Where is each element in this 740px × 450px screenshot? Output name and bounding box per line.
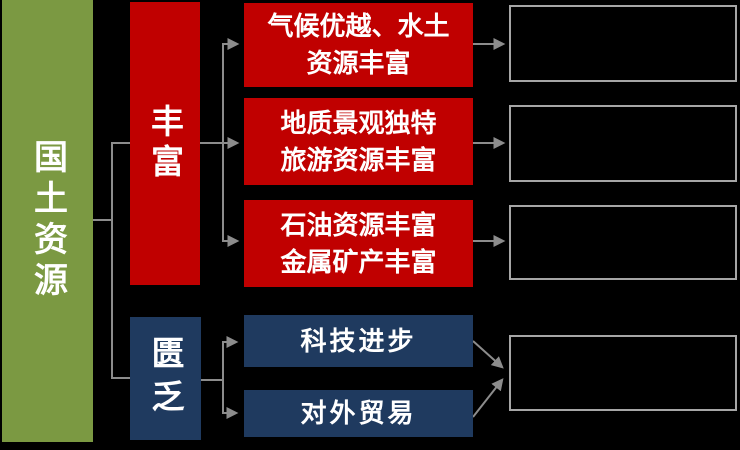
branch-scarce: 匮乏 — [130, 317, 201, 440]
arrow-converge-bottom — [472, 378, 504, 418]
rich-item-oil: 石油资源丰富 金属矿产丰富 — [244, 200, 473, 287]
branch-scarce-label: 匮乏 — [147, 335, 184, 422]
result-box-4 — [509, 335, 737, 411]
branch-rich: 丰富 — [130, 2, 200, 285]
root-label: 国土资源 — [28, 139, 67, 303]
scarce-item-trade-label: 对外贸易 — [300, 398, 417, 428]
rich-item-climate-line-1: 气候优越、水土 — [267, 11, 450, 41]
result-box-3 — [509, 205, 737, 280]
rich-item-geology: 地质景观独特 旅游资源丰富 — [244, 98, 473, 185]
rich-item-oil-line-1: 石油资源丰富 — [280, 209, 437, 240]
arrow-converge-top — [472, 340, 504, 369]
rich-item-oil-line-2: 金属矿产丰富 — [280, 246, 437, 277]
result-box-1 — [509, 5, 737, 82]
scarce-item-technology-label: 科技进步 — [300, 325, 417, 356]
scarce-item-technology: 科技进步 — [244, 315, 473, 367]
scarce-item-trade: 对外贸易 — [244, 390, 473, 437]
rich-item-geology-line-1: 地质景观独特 — [280, 107, 437, 138]
rich-item-climate-line-2: 资源丰富 — [306, 48, 411, 78]
rich-item-climate: 气候优越、水土 资源丰富 — [244, 3, 473, 87]
branch-rich-label: 丰富 — [146, 103, 184, 184]
result-box-2 — [509, 105, 737, 182]
rich-item-geology-line-2: 旅游资源丰富 — [280, 144, 437, 175]
root-node: 国土资源 — [2, 0, 93, 442]
